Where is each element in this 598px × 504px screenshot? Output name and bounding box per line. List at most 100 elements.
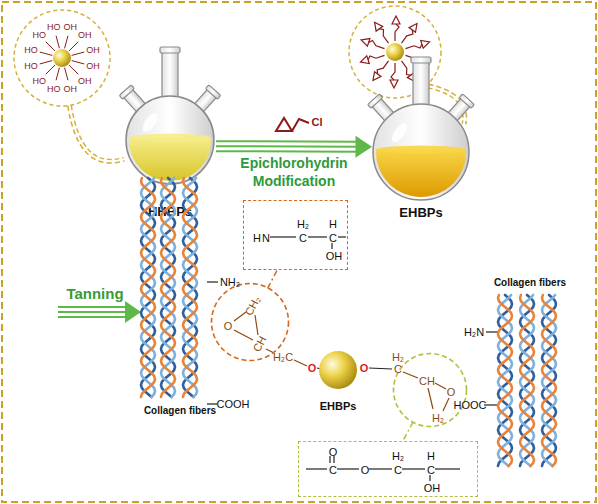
node-text: CH <box>419 376 435 387</box>
connector <box>268 270 278 288</box>
bond <box>72 52 85 55</box>
epoxy-arm <box>379 29 388 43</box>
node-text: O <box>224 321 233 332</box>
bond <box>443 398 449 411</box>
node-text: CH <box>251 334 268 353</box>
collagen-strand <box>183 178 197 397</box>
node-shape <box>392 352 468 428</box>
chem-label: HOOC <box>454 400 487 411</box>
bond <box>46 65 55 74</box>
tanning-arrow <box>58 301 141 323</box>
flask: EHBPs <box>372 72 470 222</box>
bond <box>234 330 253 340</box>
leader-line <box>403 422 413 441</box>
node-text: HO <box>47 23 61 32</box>
node-text: C <box>427 465 435 476</box>
collagen-strand <box>542 295 556 466</box>
node-text: OH <box>86 45 100 54</box>
node-text: C <box>299 233 307 244</box>
collagen-strand <box>183 178 197 397</box>
node-text: OH <box>64 23 78 32</box>
epoxy-arm <box>391 63 395 80</box>
collagen-strand <box>520 295 534 466</box>
epoxide-ring <box>390 80 398 88</box>
bond <box>308 236 327 237</box>
node-shape <box>372 72 470 222</box>
collagen-strand <box>161 178 175 397</box>
bond <box>369 468 392 469</box>
collagen-strand <box>542 295 556 466</box>
epoxy-arm <box>377 61 388 74</box>
node-shape <box>130 172 230 420</box>
epoxy-arm <box>406 44 422 48</box>
node-text: H <box>253 233 261 244</box>
epoxy-arm <box>402 30 413 43</box>
epoxide-ring <box>373 72 381 81</box>
bond <box>403 372 418 378</box>
epoxy-arm <box>402 61 411 75</box>
arrow-line <box>58 316 128 318</box>
leader-line <box>69 105 124 161</box>
chem-label: Tanning <box>66 286 123 301</box>
neck-lip <box>160 47 180 53</box>
node-text: Collagen fibers <box>144 406 216 416</box>
flask-liquid <box>129 138 211 181</box>
dashed-outline <box>212 284 289 361</box>
node-text: EHBPs <box>399 206 442 219</box>
arrow-line <box>216 145 358 148</box>
bond <box>486 331 498 332</box>
bond <box>56 68 59 81</box>
chem-label: O <box>360 363 369 374</box>
node-text: OH <box>86 62 100 71</box>
collagen-strand <box>161 178 175 397</box>
flask: HHBPs <box>124 70 216 222</box>
node-shape <box>12 8 112 108</box>
node-text: C <box>329 465 337 476</box>
collagen-strand <box>183 178 197 397</box>
bond <box>72 61 85 64</box>
collagen-strand <box>141 178 155 397</box>
arrow-line <box>216 140 358 143</box>
bond <box>338 236 346 237</box>
node-text: HO <box>33 76 47 85</box>
bond <box>294 360 307 366</box>
collagen-strand <box>520 295 534 466</box>
chem-label: O <box>308 363 317 374</box>
bond <box>255 315 258 335</box>
collagen-strand <box>161 178 175 397</box>
node-text: O <box>361 465 370 476</box>
core-sphere <box>319 351 357 389</box>
chem-label: NH₂ <box>220 277 240 288</box>
glass-highlight <box>389 121 410 145</box>
arrow-head <box>355 136 372 158</box>
node-shape <box>210 282 290 362</box>
hydroxyl-molecule: HOHOHOOHOHOHOHOHOHHOHOHO <box>12 8 112 108</box>
bond <box>270 236 296 237</box>
arrow-head <box>125 301 141 323</box>
bond <box>65 36 68 49</box>
bond <box>40 52 53 55</box>
collagen-bundle: Collagen fibers <box>485 270 575 475</box>
bond <box>435 383 446 389</box>
node-text: H₂ <box>432 413 444 424</box>
node-shape <box>124 70 216 222</box>
bond <box>337 468 359 469</box>
chem-label: C <box>394 364 402 375</box>
node-text: H₂ <box>392 451 404 462</box>
leader-line <box>268 270 278 288</box>
connector <box>69 105 124 161</box>
bond <box>369 368 392 369</box>
chem-label: COOH <box>217 399 250 410</box>
chem-label: H₂C <box>273 352 293 363</box>
collagen-strand <box>141 178 155 397</box>
node-text: N <box>262 233 270 244</box>
epoxy-arm <box>368 55 384 59</box>
collagen-strand <box>542 295 556 466</box>
collagen-strand <box>498 295 512 466</box>
collagen-strand <box>520 295 534 466</box>
formula-box: HNH₂CHCOH <box>243 200 348 270</box>
epoxide-ring <box>421 41 430 49</box>
node-text: H <box>329 219 337 230</box>
chloromethyl-bond <box>292 119 309 131</box>
